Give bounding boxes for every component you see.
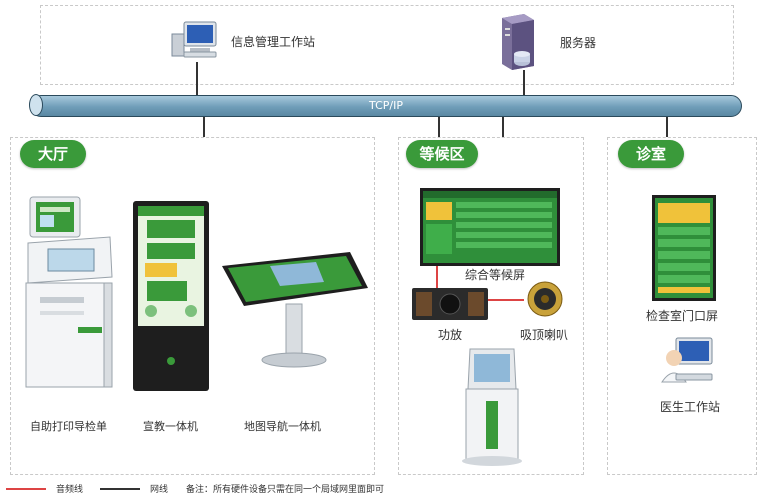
audio-line-legend-swatch [6,488,46,490]
hall-zone-title: 大厅 [20,140,86,168]
speaker-icon [526,280,564,318]
workstation-link [196,62,198,96]
print-kiosk-label: 自助打印导检单 [30,420,107,433]
clinic-zone-frame [607,137,757,475]
audio-line-horizontal [488,299,524,301]
education-kiosk-icon [133,201,209,391]
hall-zone-frame [10,137,375,475]
workstation-label: 信息管理工作站 [231,35,316,49]
room-screen-icon [652,195,716,301]
waiting-zone-title: 等候区 [406,140,478,168]
waiting-zone-frame [398,137,584,475]
legend-note: 备注：所有硬件设备只需在同一个局域网里面即可 [186,485,385,495]
doctor-workstation-icon [660,336,716,384]
clinic-link [666,117,668,137]
amplifier-icon [412,288,488,320]
audio-line-vertical [436,266,438,290]
bus-cap [29,94,43,116]
server-label: 服务器 [560,36,597,50]
speaker-label: 吸顶喇叭 [520,328,569,342]
audio-line-legend-label: 音频线 [56,485,84,495]
net-line-legend-label: 网线 [150,485,169,495]
waiting-screen-icon [420,188,560,266]
tcpip-bus: TCP/IP [29,94,742,117]
amplifier-label: 功放 [438,328,463,342]
room-screen-label: 检查室门口屏 [646,309,719,323]
query-kiosk-icon [456,345,528,467]
hall-link [203,117,205,137]
bus-label: TCP/IP [369,99,403,112]
monitor-icon [170,20,220,60]
print-kiosk-icon [20,193,115,393]
waiting-screen-label: 综合等候屏 [465,268,526,282]
server-link [523,70,525,96]
map-kiosk-icon [220,248,370,373]
network-zone-frame [40,5,734,85]
map-kiosk-label: 地图导航一体机 [244,420,321,433]
waiting-link-1 [438,117,440,137]
doctor-workstation-label: 医生工作站 [660,400,721,414]
clinic-zone-title: 诊室 [618,140,684,168]
net-line-legend-swatch [100,488,140,490]
server-icon [496,12,536,70]
waiting-link-2 [502,117,504,137]
education-kiosk-label: 宣教一体机 [143,420,198,433]
